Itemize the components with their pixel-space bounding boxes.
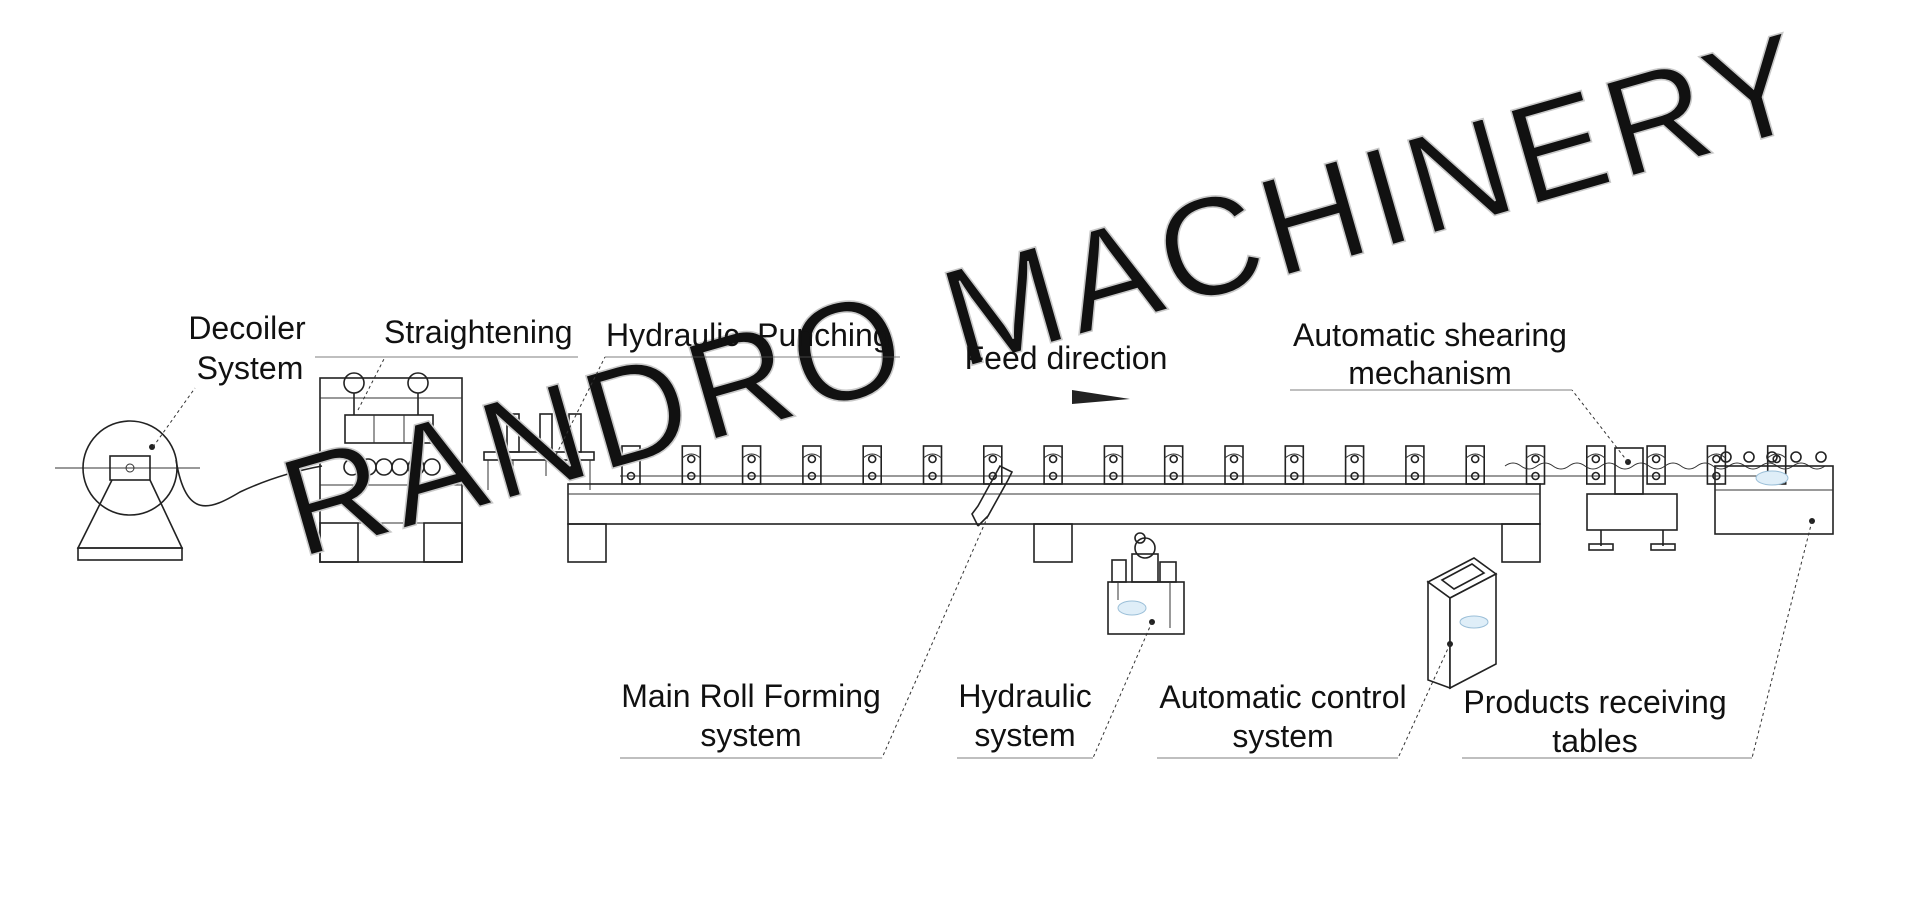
punching-drawing	[483, 413, 595, 490]
shear-drawing	[1504, 447, 1826, 551]
roll-station	[1163, 445, 1184, 485]
straightening-label: Straightening	[384, 314, 573, 350]
roll-station	[1465, 445, 1485, 485]
decoiler-label-line2: System	[197, 350, 304, 386]
roll-station	[862, 445, 883, 485]
roll-station	[1525, 445, 1546, 485]
roll-station	[1405, 445, 1425, 485]
control-label-line1: Automatic control	[1159, 679, 1406, 715]
roll-station	[1103, 445, 1124, 485]
shearing-label-line2: mechanism	[1348, 355, 1512, 391]
roll-station	[1706, 445, 1727, 485]
receiving-label-line1: Products receiving	[1463, 684, 1726, 720]
roll-station	[802, 445, 822, 485]
roll-station	[621, 445, 641, 485]
main-roll-label-line2: system	[700, 717, 801, 753]
decoiler-drawing	[55, 420, 323, 561]
hydraulic-unit-drawing	[1107, 532, 1185, 635]
roll-station	[1344, 445, 1365, 485]
roll-stations	[621, 445, 1787, 485]
straightener-drawing	[319, 372, 463, 563]
receiving-table-drawing	[1714, 451, 1834, 535]
shearing-label-line1: Automatic shearing	[1293, 317, 1567, 353]
feed-direction-label: Feed direction	[965, 340, 1168, 376]
watermark: RANDRO MACHINERY	[265, 1, 1826, 587]
main-roll-label-line1: Main Roll Forming	[621, 678, 881, 714]
roll-station	[1224, 445, 1244, 485]
roll-station	[741, 445, 762, 485]
control-label-line2: system	[1232, 718, 1333, 754]
labels: Decoiler System Straightening Hydraulic …	[188, 310, 1726, 759]
decoiler-label-line1: Decoiler	[188, 310, 306, 346]
hydraulic-label-line1: Hydraulic	[958, 678, 1091, 714]
hydraulic-punching-label: Hydraulic Punching	[606, 317, 891, 353]
control-cabinet-drawing	[1426, 557, 1498, 690]
roll-station	[1284, 445, 1305, 485]
receiving-label-line2: tables	[1552, 723, 1637, 759]
leader-lines	[152, 356, 1813, 759]
roll-station	[982, 445, 1003, 485]
roll-station	[681, 445, 702, 485]
feed-direction-arrow	[1072, 390, 1130, 404]
roll-station	[1586, 445, 1606, 485]
main-roll-forming-drawing	[567, 390, 1787, 563]
roll-station	[1043, 445, 1063, 485]
roll-station	[1646, 445, 1666, 485]
hydraulic-label-line2: system	[974, 717, 1075, 753]
roll-station	[922, 445, 943, 485]
